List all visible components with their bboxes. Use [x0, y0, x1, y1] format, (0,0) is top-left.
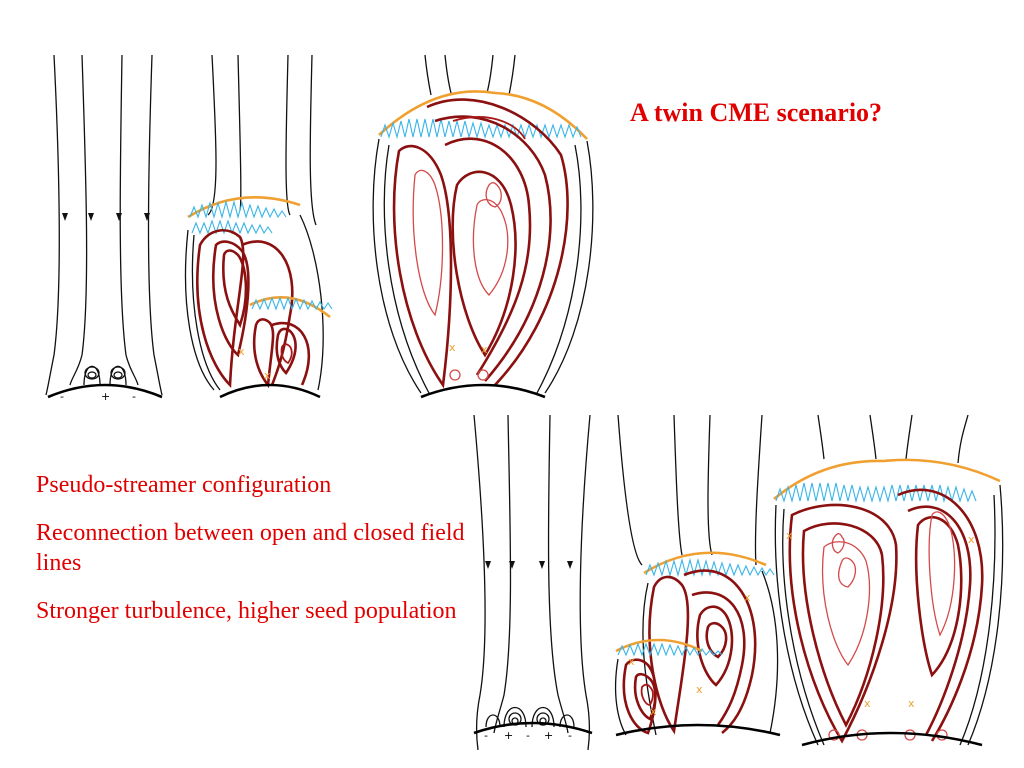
svg-text:x: x [786, 529, 793, 542]
svg-text:x: x [744, 591, 751, 604]
svg-text:x: x [628, 655, 635, 668]
svg-text:x: x [968, 533, 975, 546]
svg-text:-: - [132, 390, 136, 403]
top-panel-open-field: - + - [45, 54, 163, 403]
bullet-list: Pseudo-streamer configuration Reconnecti… [36, 470, 481, 644]
svg-text:x: x [864, 697, 871, 710]
bottom-panel-twin-cme-late: x x x x [773, 414, 1004, 747]
svg-text:x: x [908, 697, 915, 710]
svg-text:x: x [650, 705, 657, 718]
bullet-pseudo-streamer: Pseudo-streamer configuration [36, 472, 332, 498]
svg-text:x: x [696, 683, 703, 696]
bullet-turbulence: Stronger turbulence, higher seed populat… [36, 598, 457, 624]
svg-text:+: + [504, 729, 513, 742]
svg-text:-: - [568, 729, 572, 742]
slide-title: A twin CME scenario? [630, 98, 883, 127]
svg-text:x: x [449, 341, 456, 354]
svg-text:x: x [264, 369, 271, 382]
svg-text:x: x [481, 343, 488, 356]
bottom-panel-twin-cme-early: x x x x [614, 414, 781, 737]
svg-text:-: - [60, 390, 64, 403]
bullet-reconnection: Reconnection between open and closed fie… [36, 520, 465, 576]
top-panel-twin-cme-late: x x [372, 54, 594, 399]
svg-text:+: + [544, 729, 553, 742]
svg-text:+: + [101, 390, 110, 403]
bottom-panel-open-field: - + - + - [473, 414, 593, 751]
top-panel-twin-cme-early: x x [184, 54, 333, 399]
svg-text:-: - [484, 729, 488, 742]
svg-text:x: x [238, 345, 245, 358]
svg-text:-: - [526, 729, 530, 742]
